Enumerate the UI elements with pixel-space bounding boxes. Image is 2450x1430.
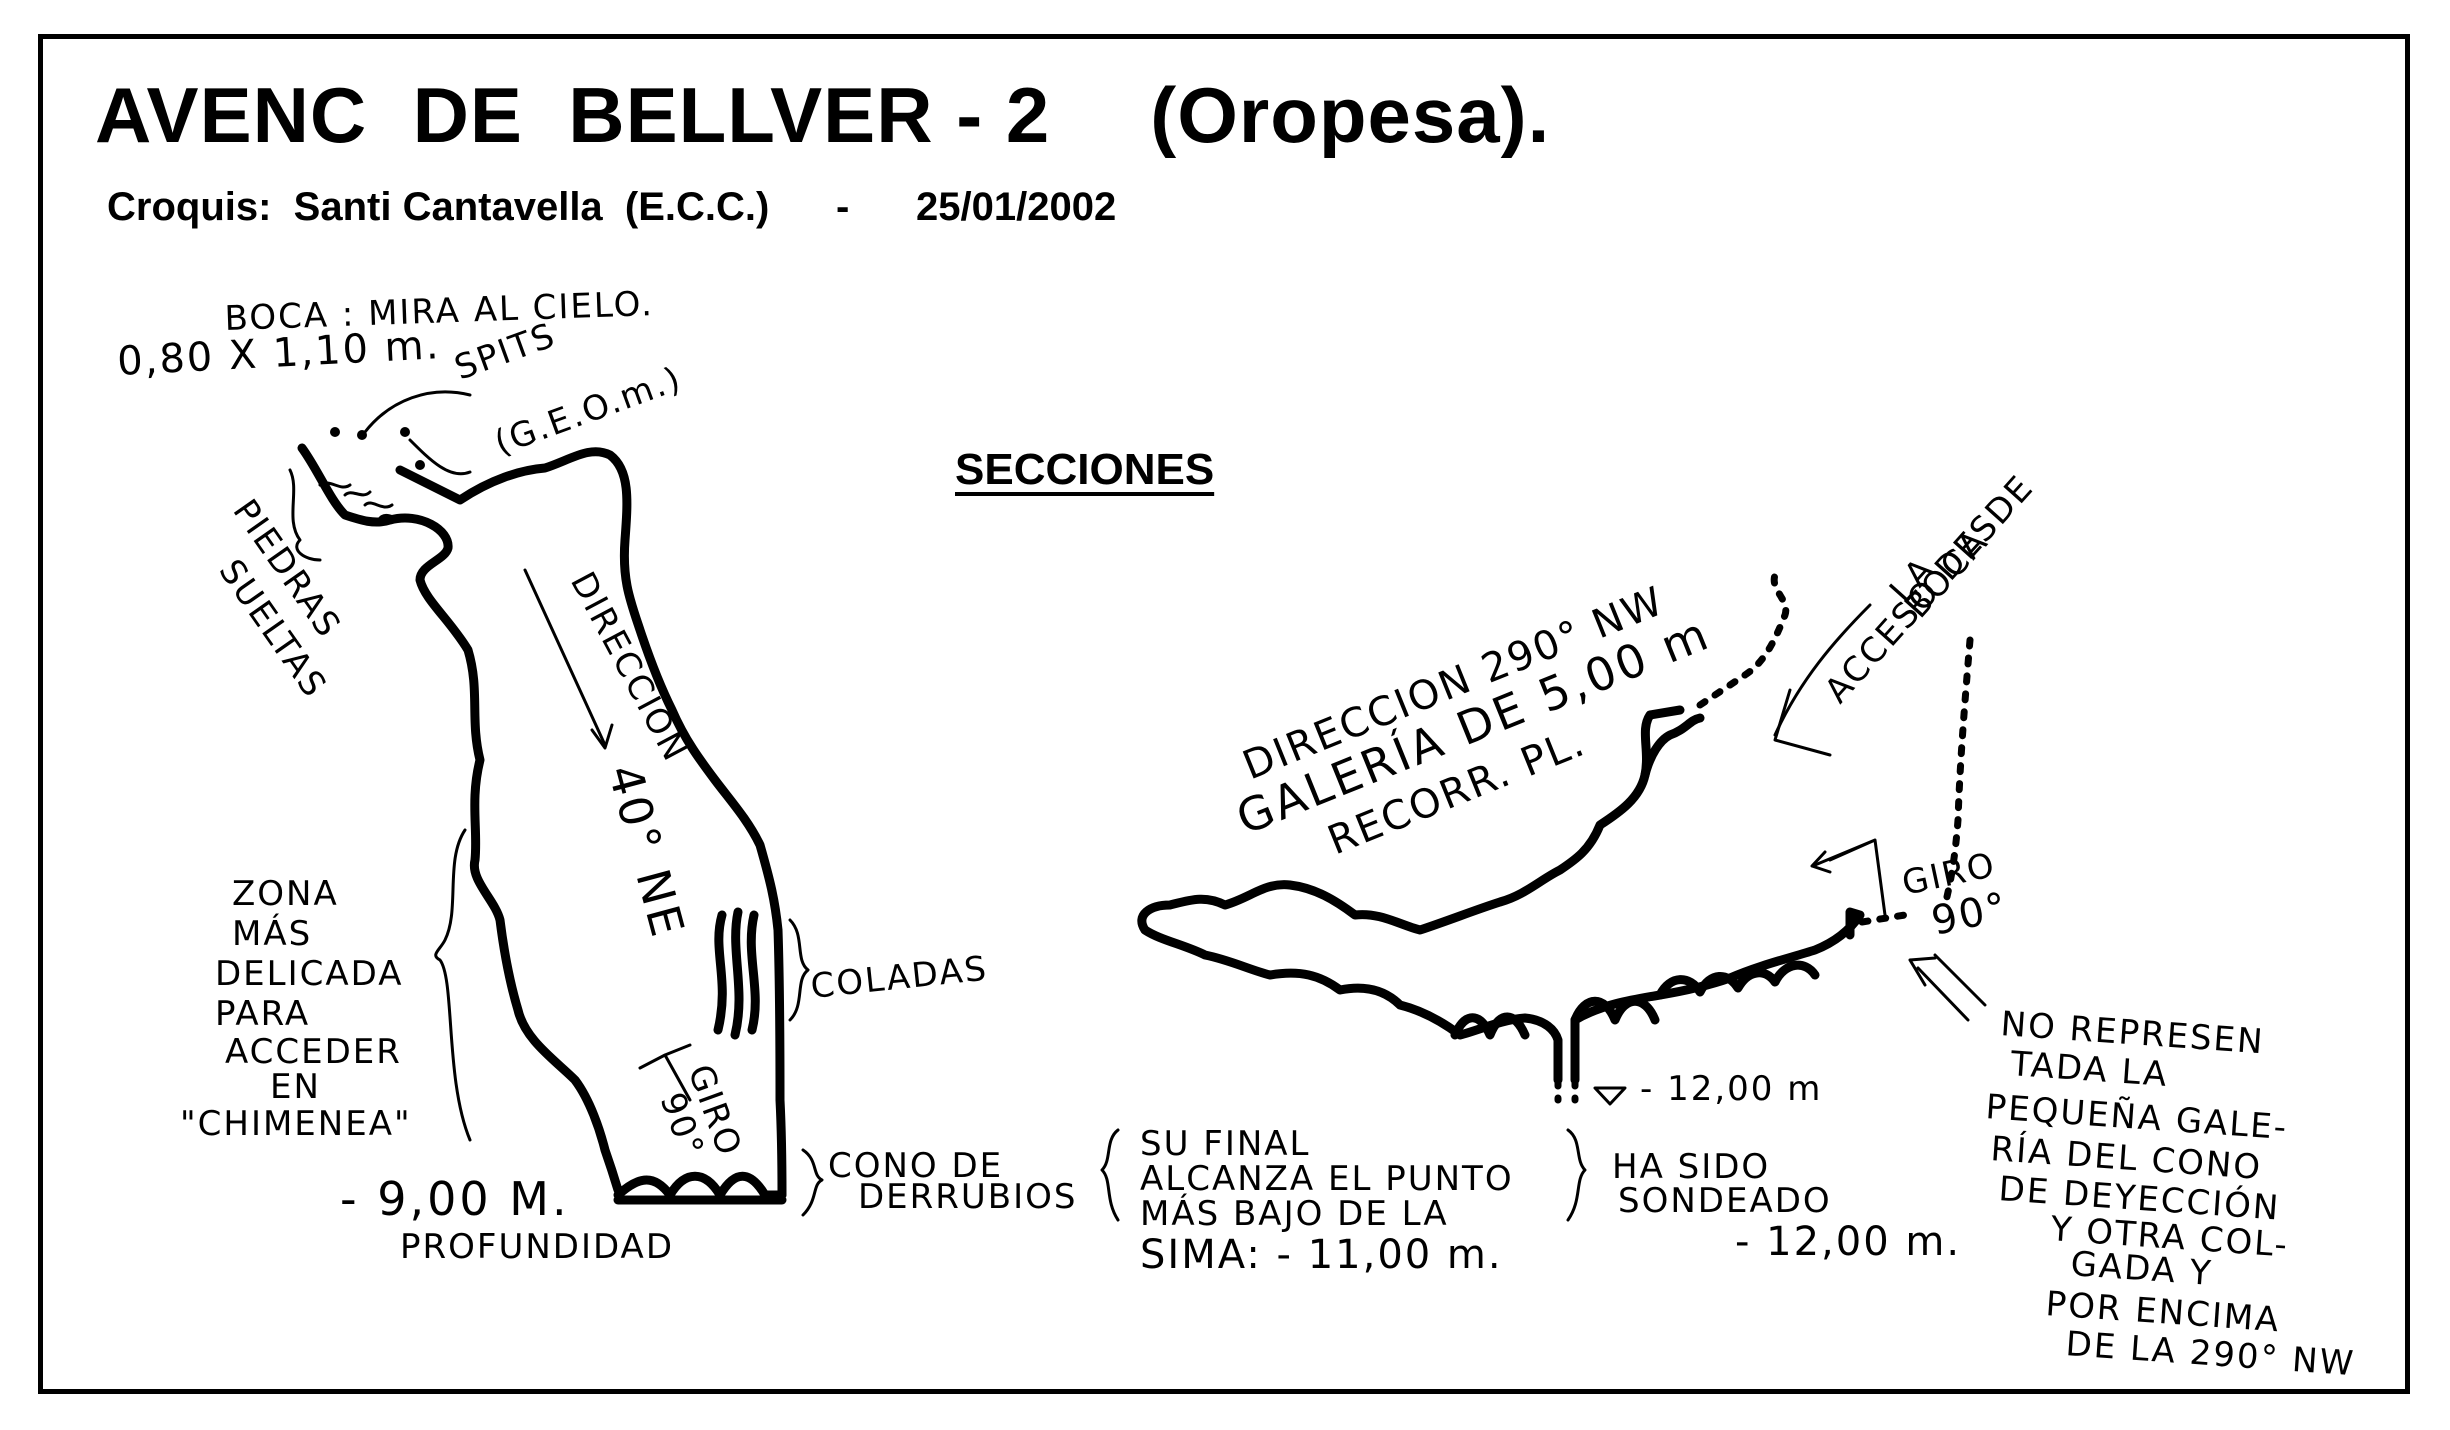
turn-arrow-right <box>1813 838 1887 917</box>
gallery-depth-mark: - 12,00 m <box>1640 1069 1822 1109</box>
spit-anchor-dot <box>415 460 425 470</box>
zona-line: ZONA <box>232 874 339 914</box>
sondeado-depth: - 12,00 m. <box>1735 1219 1961 1265</box>
zona-line: MÁS <box>232 913 312 954</box>
direction-value: 40° NE <box>597 759 695 945</box>
gallery-upper-wall-dotted <box>1696 571 1790 709</box>
spit-anchor-dot <box>330 427 340 437</box>
access-arrow <box>1773 603 1872 737</box>
middle-notes: SU FINAL ALCANZA EL PUNTO MÁS BAJO DE LA… <box>1100 1124 1961 1278</box>
cono-brace <box>801 1148 824 1217</box>
shaft-right-wall <box>395 447 787 1200</box>
final-note-line: SIMA: - 11,00 m. <box>1140 1232 1503 1278</box>
piedras-brace <box>288 468 322 562</box>
direction-arrow <box>523 568 607 747</box>
final-brace-left <box>1100 1128 1120 1222</box>
final-note-line: SU FINAL <box>1140 1124 1311 1164</box>
shaft-floor-boulders <box>613 1171 787 1200</box>
gallery-floor-boulders <box>1450 996 1660 1040</box>
cono-label: CONO DE <box>828 1146 1003 1186</box>
derrubios-label: DERRUBIOS <box>858 1177 1078 1217</box>
spits-owner: (G.E.O.m.) <box>489 359 687 464</box>
sketch-credits: Croquis: Santi Cantavella (E.C.C.) - 25/… <box>107 185 1116 230</box>
turn-arrowhead-right <box>1810 850 1832 874</box>
zona-line: PARA <box>215 994 310 1034</box>
coladas-brace <box>788 918 810 1022</box>
sounding-dotted <box>1554 1076 1579 1104</box>
gallery-section <box>1137 571 1987 1106</box>
author-name: Santi Cantavella (E.C.C.) <box>293 185 770 229</box>
final-note-line: ALCANZA EL PUNTO <box>1140 1159 1514 1199</box>
direction-arrowhead <box>590 723 614 750</box>
sections-heading: SECCIONES <box>955 445 1215 494</box>
entrance-loose-rocks <box>318 481 410 521</box>
shaft-left-wall <box>297 443 623 1195</box>
zona-line: "CHIMENEA" <box>180 1104 412 1144</box>
zona-brace <box>434 828 472 1142</box>
flowstone-column <box>713 910 727 1035</box>
shaft-section <box>288 390 824 1217</box>
cave-location: (Oropesa). <box>1150 71 1551 159</box>
boca-access-dotted <box>1941 636 1974 909</box>
flowstone-column <box>746 910 760 1035</box>
sondeado-label: HA SIDO <box>1612 1147 1770 1187</box>
sketch-date: 25/01/2002 <box>916 185 1117 229</box>
credits-separator: - <box>836 185 850 229</box>
note-arrow <box>1908 953 1987 1022</box>
zona-line: DELICADA <box>215 954 403 994</box>
spits-leader <box>408 438 472 476</box>
gallery-floor-boulders-right <box>1655 960 1820 1000</box>
depth-caption: PROFUNDIDAD <box>400 1227 674 1267</box>
coladas-label: COLADAS <box>809 949 990 1007</box>
spit-anchor-dot <box>400 427 410 437</box>
flowstone-column <box>730 907 744 1040</box>
sheet-border <box>38 34 2410 1394</box>
spits-leader <box>363 390 472 434</box>
gallery-lower-wall-right <box>1570 907 1865 1085</box>
gallery-right-dotted <box>1858 911 1909 926</box>
zona-line: ACCEDER <box>225 1032 402 1072</box>
depth-marker <box>1593 1086 1627 1106</box>
sketch-title: AVENC DE BELLVER - 2 (Oropesa). <box>95 70 1550 161</box>
turn-arrow <box>638 1043 692 1102</box>
zona-line: EN <box>270 1067 321 1107</box>
sondeado-label: SONDEADO <box>1618 1181 1832 1221</box>
note-line: GADA Y <box>2069 1244 2213 1294</box>
gallery-upper-wall-ext <box>1640 705 1685 780</box>
gallery-lower-wall <box>1140 925 1563 1085</box>
credits-label: Croquis: <box>107 185 272 229</box>
final-note-line: MÁS BAJO DE LA <box>1140 1193 1449 1234</box>
final-brace-right <box>1566 1128 1587 1222</box>
boca-size: 0,80 X 1,10 m. <box>116 322 441 385</box>
access-arrowhead <box>1773 688 1832 757</box>
shaft-depth: - 9,00 M. <box>340 1172 570 1226</box>
cave-name: AVENC DE BELLVER - 2 <box>95 71 1051 159</box>
